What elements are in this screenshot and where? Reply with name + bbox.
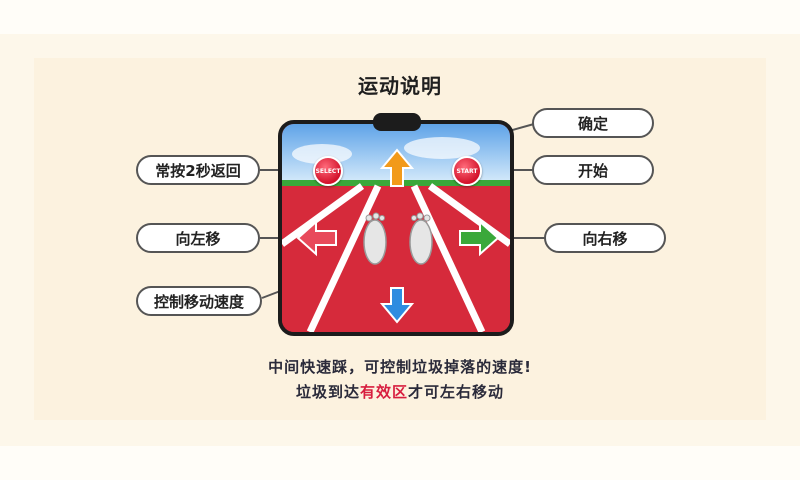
hold-back-label: 常按2秒返回 [136,155,260,185]
page-title: 运动说明 [358,74,442,98]
speed-label: 控制移动速度 [136,286,262,316]
move-left-label: 向左移 [136,223,260,253]
footer-line-1: 中间快速踩，可控制垃圾掉落的速度! [268,358,532,376]
start-button[interactable]: START [452,156,482,186]
footer-line-2-pre: 垃圾到达 [295,383,360,401]
footer-line-2-post: 才可左右移动 [408,383,505,401]
footer-line-2: 垃圾到达有效区才可左右移动 [0,381,800,402]
move-right-label: 向右移 [544,223,666,253]
start-label: 开始 [532,155,654,185]
dance-mat [278,120,514,336]
mat-scene [282,124,510,332]
select-button[interactable]: SELECT [313,156,343,186]
mat-connector-notch [373,113,421,131]
top-band [0,0,800,34]
bottom-band [0,446,800,480]
confirm-label: 确定 [532,108,654,138]
footer-highlight: 有效区 [359,383,408,401]
